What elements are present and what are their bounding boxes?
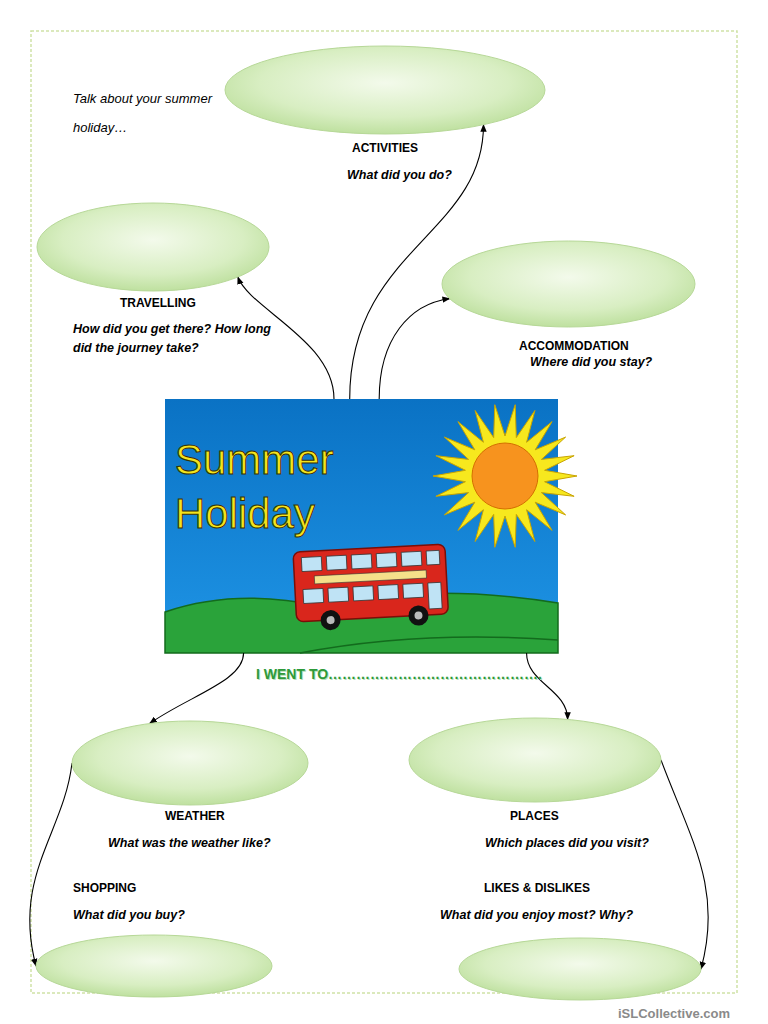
double-decker-bus (293, 544, 449, 632)
bus-window (376, 553, 397, 568)
oval-outline (225, 46, 545, 134)
bus-wheel (408, 605, 429, 626)
oval-outline (459, 938, 701, 1000)
bus-window (378, 585, 399, 600)
picture-title: Summer Holiday (175, 433, 415, 541)
oval-shape (441, 240, 696, 328)
oval-box: ACCOMMODATIONWhere did you stay? (441, 240, 696, 328)
picture-panel: Summer Holiday (165, 399, 558, 653)
bus-window (303, 588, 324, 603)
prompt-line: I WENT TO………………………………………. (256, 666, 542, 682)
bus-window (401, 551, 422, 566)
page-border (31, 31, 737, 993)
connector-arrow (30, 763, 72, 966)
oval-shape (36, 202, 270, 292)
box-heading: SHOPPING (73, 881, 136, 895)
bus-banner (314, 570, 426, 584)
watermark: iSLCollective.com (618, 1006, 730, 1021)
box-question: Which places did you visit? (485, 834, 649, 853)
box-heading: ACTIVITIES (352, 141, 418, 155)
oval-box: ACTIVITIESWhat did you do? (224, 45, 546, 135)
oval-box: WEATHERWhat was the weather like? (71, 720, 309, 806)
connector-arrow (379, 299, 449, 399)
oval-outline (442, 241, 695, 327)
box-question: What did you enjoy most? Why? (440, 906, 633, 925)
instruction-note: Talk about your summer holiday… (73, 84, 233, 142)
box-heading: WEATHER (165, 809, 225, 823)
connector-arrow (661, 760, 708, 969)
connector-arrow (527, 653, 568, 719)
bus-window (326, 555, 347, 570)
bus-window (353, 586, 374, 601)
box-heading: ACCOMMODATION (519, 339, 629, 353)
summer-illustration (165, 399, 577, 653)
connector-arrow (238, 277, 334, 399)
bus-window (351, 554, 372, 569)
sun-disc (472, 443, 538, 509)
bus-hub (326, 616, 334, 624)
box-question: Where did you stay? (530, 353, 652, 372)
oval-box: SHOPPINGWhat did you buy? (35, 934, 273, 998)
box-question: How did you get there? How long did the … (73, 320, 273, 358)
box-question: What did you buy? (73, 906, 185, 925)
box-question: What was the weather like? (108, 834, 271, 853)
oval-shape (71, 720, 309, 806)
oval-shape (224, 45, 546, 135)
bus-wheel (320, 610, 341, 631)
bus-door (428, 582, 442, 609)
oval-box: PLACESWhich places did you visit? (408, 717, 662, 803)
hill-line (300, 637, 558, 653)
oval-outline (37, 203, 269, 291)
oval-box: TRAVELLINGHow did you get there? How lon… (36, 202, 270, 292)
box-heading: LIKES & DISLIKES (484, 881, 590, 895)
sun-rays (433, 405, 577, 548)
bus-window (426, 550, 440, 565)
connector-arrow (150, 653, 244, 724)
oval-box: LIKES & DISLIKESWhat did you enjoy most?… (458, 937, 702, 1001)
oval-outline (72, 721, 308, 805)
oval-outline (36, 935, 272, 997)
bus-window (403, 583, 424, 598)
oval-shape (408, 717, 662, 803)
oval-shape (458, 937, 702, 1001)
box-heading: TRAVELLING (120, 296, 196, 310)
box-question: What did you do? (347, 166, 452, 185)
oval-outline (409, 718, 661, 802)
bus-window (328, 587, 349, 602)
oval-shape (35, 934, 273, 998)
bus-hub (414, 611, 422, 619)
bus-window (301, 557, 322, 572)
box-heading: PLACES (510, 809, 559, 823)
